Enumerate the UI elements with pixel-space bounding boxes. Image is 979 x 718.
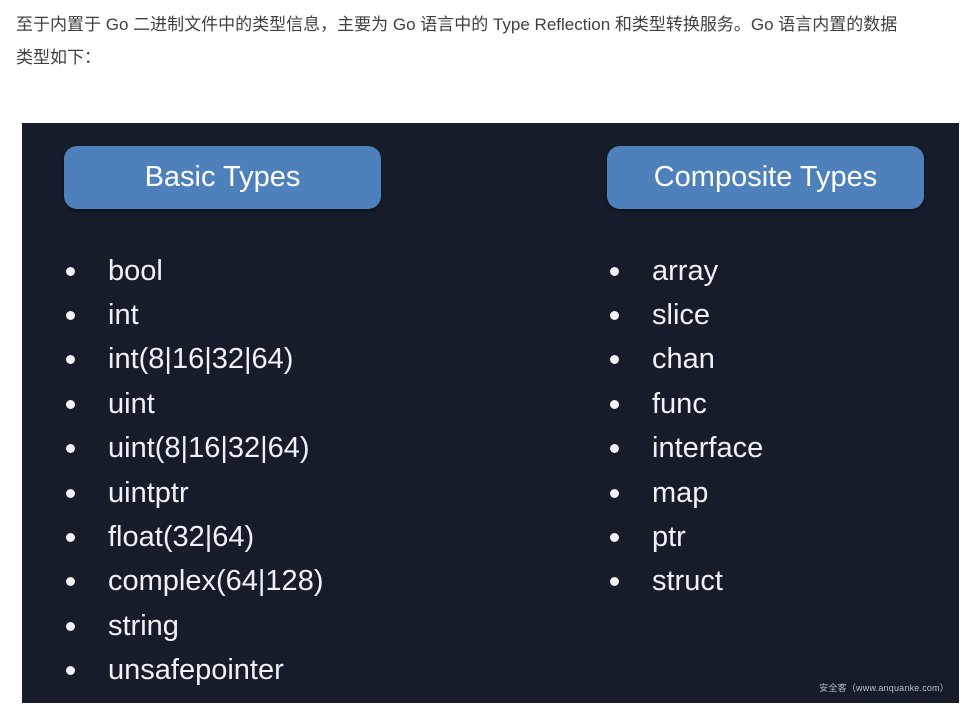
bullet-icon (66, 311, 75, 321)
type-name: ptr (652, 521, 686, 554)
bullet-icon (66, 444, 75, 454)
paragraph-line-2: 类型如下： (16, 47, 101, 67)
bullet-icon (66, 621, 75, 631)
list-item: array (610, 249, 763, 293)
go-types-slide-figure: Basic Types Composite Types bool int int(8… (22, 123, 959, 703)
type-name: int(8|16|32|64) (108, 343, 294, 376)
type-name: complex(64|128) (108, 565, 324, 598)
composite-types-header: Composite Types (607, 146, 924, 209)
list-item: int(8|16|32|64) (66, 338, 323, 382)
watermark: 安全客（www.anquanke.com） (819, 683, 949, 693)
type-name: struct (652, 565, 723, 598)
list-item: ptr (610, 515, 763, 559)
list-item: unsafepointer (66, 649, 323, 693)
basic-types-list: bool int int(8|16|32|64) uint uint(8|16|32|6… (66, 249, 323, 693)
type-name: uintptr (108, 476, 189, 509)
list-item: interface (610, 427, 763, 471)
list-item: slice (610, 293, 763, 337)
list-item: bool (66, 249, 323, 293)
basic-types-header: Basic Types (64, 146, 381, 209)
composite-types-header-label: Composite Types (653, 161, 878, 193)
type-name: interface (652, 432, 764, 465)
type-name: string (108, 609, 179, 642)
list-item: struct (610, 560, 763, 604)
type-name: slice (652, 299, 711, 332)
list-item: uint (66, 382, 323, 426)
list-item: map (610, 471, 763, 515)
list-item: uint(8|16|32|64) (66, 427, 323, 471)
type-name: int (108, 299, 139, 332)
type-name: uint (108, 387, 155, 420)
bullet-icon (610, 355, 619, 365)
bullet-icon (66, 399, 75, 409)
type-name: chan (652, 343, 715, 376)
type-name: uint(8|16|32|64) (108, 432, 310, 465)
bullet-icon (610, 488, 619, 498)
bullet-icon (610, 399, 619, 409)
list-item: uintptr (66, 471, 323, 515)
bullet-icon (66, 355, 75, 365)
bullet-icon (66, 488, 75, 498)
type-name: func (652, 387, 707, 420)
bullet-icon (610, 533, 619, 543)
list-item: string (66, 604, 323, 648)
type-name: map (652, 476, 709, 509)
type-name: float(32|64) (108, 521, 255, 554)
bullet-icon (66, 577, 75, 587)
bullet-icon (66, 666, 75, 676)
list-item: func (610, 382, 763, 426)
bullet-icon (66, 533, 75, 543)
list-item: float(32|64) (66, 515, 323, 559)
bullet-icon (66, 266, 75, 276)
basic-types-header-label: Basic Types (144, 161, 301, 193)
bullet-icon (610, 577, 619, 587)
composite-types-list: array slice chan func interface map ptr struct (610, 249, 763, 604)
bullet-icon (610, 266, 619, 276)
paragraph-line-1: 至于内置于 Go 二进制文件中的类型信息，主要为 Go 语言中的 Type Re… (16, 15, 898, 34)
type-name: bool (108, 254, 163, 287)
list-item: int (66, 293, 323, 337)
list-item: chan (610, 338, 763, 382)
bullet-icon (610, 311, 619, 321)
type-name: unsafepointer (108, 654, 284, 687)
article-paragraph: 至于内置于 Go 二进制文件中的类型信息，主要为 Go 语言中的 Type Re… (16, 9, 968, 74)
list-item: complex(64|128) (66, 560, 323, 604)
bullet-icon (610, 444, 619, 454)
type-name: array (652, 254, 719, 287)
